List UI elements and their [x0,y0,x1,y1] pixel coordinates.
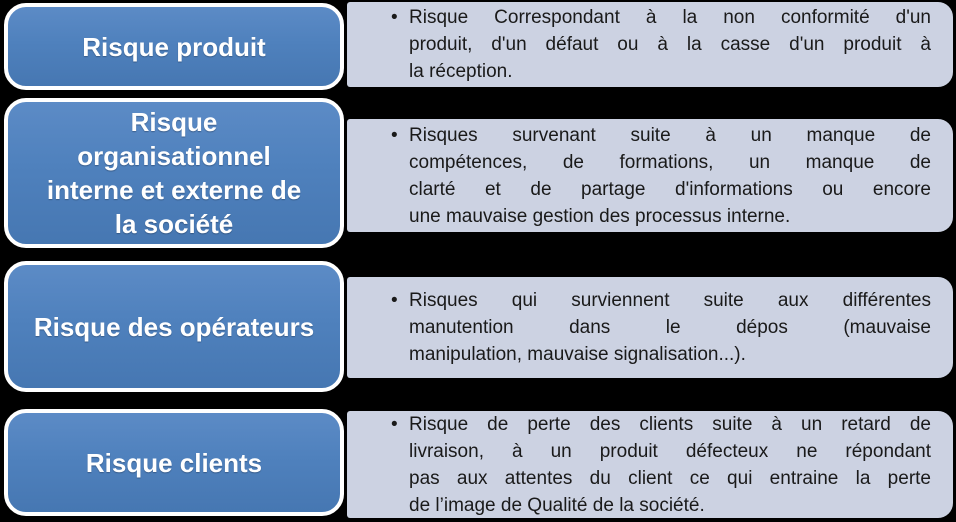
bullet-item: • Risque de perte des clients suite à un… [391,411,931,519]
risk-description-text: Risques qui surviennent suite aux différ… [409,290,931,365]
risk-category-box-produit: Risque produit [4,3,344,90]
bullet-icon: • [391,124,398,146]
risk-description-box-clients: • Risque de perte des clients suite à un… [347,411,953,518]
risk-description-box-organisationnel: • Risques survenant suite à un manque de… [347,119,953,232]
bullet-item: • Risque Correspondant à la non conformi… [391,4,931,85]
bullet-icon: • [391,413,398,435]
risk-category-box-clients: Risque clients [4,409,344,516]
bullet-icon: • [391,7,398,28]
risk-description-text: Risque Correspondant à la non conformité… [409,7,931,82]
risk-description-text: Risque de perte des clients suite à un r… [409,413,931,516]
bullet-item: • Risques survenant suite à un manque de… [391,122,931,230]
bullet-icon: • [391,290,398,311]
risk-description-box-operateurs: • Risques qui surviennent suite aux diff… [347,277,953,378]
risk-description-box-produit: • Risque Correspondant à la non conformi… [347,2,953,87]
bullet-item: • Risques qui surviennent suite aux diff… [391,287,931,368]
risk-category-box-organisationnel: Risque organisationnel interne et extern… [4,98,344,248]
risk-category-box-operateurs: Risque des opérateurs [4,261,344,392]
